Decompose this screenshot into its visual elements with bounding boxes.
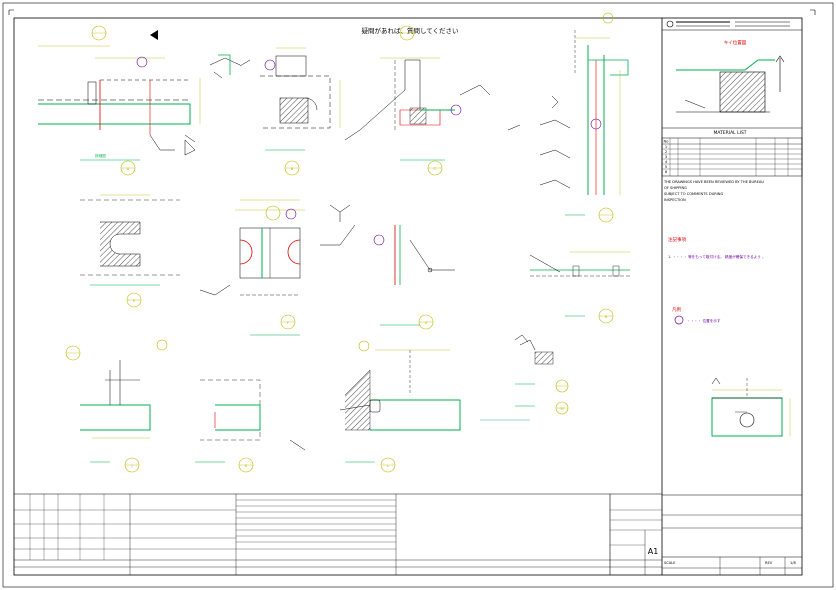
- material-table: No 1 2 3 4 5 6: [661, 137, 803, 177]
- rev-label: REV: [765, 561, 773, 565]
- view-h-circle: H: [605, 315, 608, 319]
- legend-label: 凡例: [672, 306, 681, 313]
- detail-view-j: J: [65, 339, 168, 473]
- view-e-circle: E: [133, 299, 136, 303]
- detail-view-k: K: [195, 379, 261, 473]
- view-m-circle: M: [560, 407, 563, 411]
- key-plan-sketch: [676, 55, 785, 113]
- view-j-circle: J: [130, 464, 132, 468]
- detail-view-c: C: [344, 25, 491, 176]
- right-panel: キイ位置図 MATERIAL LIST No: [661, 18, 803, 575]
- detail-view-l: L: [339, 340, 461, 473]
- weld-symbol-group-1: [209, 54, 251, 79]
- header-note: 疑問があれば、質問してください: [361, 26, 458, 35]
- svg-text:SUBJECT TO COMMENTS DURING: SUBJECT TO COMMENTS DURING: [664, 192, 723, 196]
- detail-view-f: F: [199, 199, 356, 336]
- view-l-circle: L: [387, 464, 389, 468]
- view-c-circle: C: [434, 167, 437, 171]
- detail-view-d: [539, 12, 629, 195]
- detail-view-h: H: [529, 207, 630, 324]
- approval-note: THE DRAWINGS HAVE BEEN REVIEWED BY THE B…: [663, 180, 764, 202]
- material-row-2: 2: [665, 150, 667, 154]
- detail-view-e: E: [80, 194, 180, 308]
- scale-label: SCALE: [664, 561, 676, 565]
- detail-view-g: G: [373, 225, 455, 330]
- title-block-right: 1/8 REV SCALE: [662, 494, 802, 575]
- corner-mark-tr: [810, 9, 816, 15]
- view-a-label: 詳細図: [95, 153, 106, 158]
- company-logo-icon: [666, 20, 674, 28]
- key-plan-label: キイ位置図: [724, 39, 747, 46]
- detail-view-b: B: [260, 47, 341, 176]
- page-id: 1/8: [790, 561, 796, 565]
- sheet-size: A1: [648, 547, 659, 556]
- material-row-4: 4: [665, 160, 668, 164]
- svg-text:THE DRAWINGS HAVE BEEN REVIEWE: THE DRAWINGS HAVE BEEN REVIEWED BY THE B…: [663, 180, 764, 184]
- detail-view-right: [711, 377, 791, 437]
- view-k-circle: K: [245, 464, 248, 468]
- material-row-3: 3: [665, 155, 667, 159]
- general-notes-text: 1. ・・・・ 等をもって取付ける。 精度が確保できるよう 。: [668, 254, 766, 259]
- material-row-6: 6: [665, 170, 668, 174]
- weld-symbols-misc: [184, 124, 529, 451]
- svg-text:INSPECTION: INSPECTION: [664, 198, 686, 202]
- view-g-circle: G: [425, 321, 428, 325]
- view-a-circle: A: [127, 167, 130, 171]
- corner-mark-tl: [8, 9, 14, 15]
- detail-view-m: M: [480, 339, 569, 421]
- bottom-title-block: A1: [14, 493, 662, 575]
- svg-text:OF SHIPPING: OF SHIPPING: [664, 186, 687, 190]
- general-notes-label: 注記事項: [668, 236, 686, 243]
- material-row-5: 5: [665, 165, 667, 169]
- material-col-no: No: [664, 140, 669, 144]
- detail-view-a: 詳細図 A: [38, 25, 201, 176]
- view-b-circle: B: [291, 167, 294, 171]
- view-f-circle: F: [287, 321, 289, 325]
- material-list-title: MATERIAL LIST: [713, 130, 746, 136]
- legend-symbol-icon: [674, 315, 684, 325]
- material-row-1: 1: [665, 145, 667, 149]
- legend-text: ・・・・ 位置を示す: [687, 318, 721, 323]
- inner-border: [13, 17, 803, 576]
